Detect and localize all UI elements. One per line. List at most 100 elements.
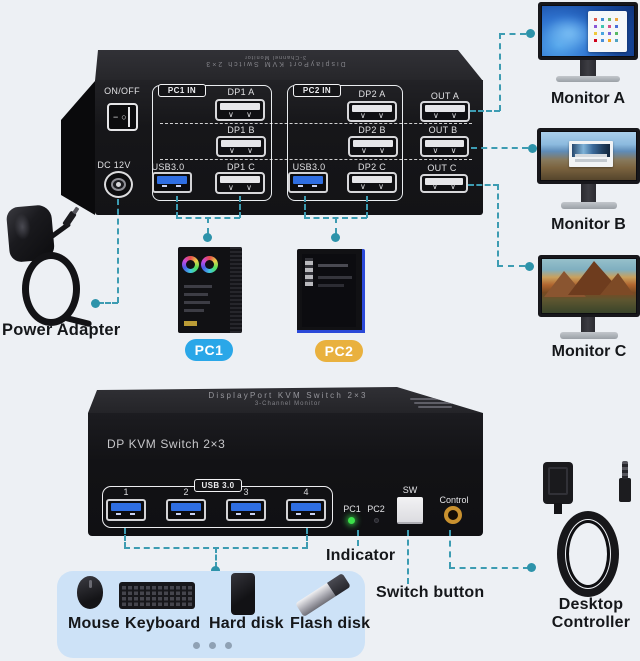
- dot-monitor-c: [525, 262, 534, 271]
- line-usb-drop: [215, 547, 217, 568]
- monitor-b-neck: [581, 184, 596, 202]
- dp2c-port: [347, 172, 397, 193]
- rear-top-print: DisplayPort KVM Switch 2×3 3-Channel Mon…: [130, 54, 420, 67]
- dp2b-label: DP2 B: [358, 125, 386, 135]
- pc1-rgb-fan-1: [182, 256, 199, 273]
- monitor-a-start-menu: [588, 10, 627, 52]
- sw-label: SW: [402, 485, 418, 495]
- front-top-title: DisplayPort KVM Switch 2×3: [208, 391, 368, 400]
- line-outa-h1: [470, 110, 500, 112]
- ellipsis-dot: [209, 642, 216, 649]
- front-usb-port-2: [166, 499, 206, 521]
- line-pc2-v1: [304, 196, 306, 218]
- monitor-c-base: [560, 332, 618, 339]
- line-usb1-v: [124, 528, 126, 548]
- pc1-component-bar: [184, 301, 210, 304]
- monitor-c: Monitor C: [538, 255, 640, 367]
- line-indicator: [357, 530, 359, 546]
- monitor-c-screen: [542, 259, 636, 313]
- dot-peripherals: [211, 566, 220, 575]
- pc2-badge: PC2: [315, 340, 363, 362]
- line-pc1-v1: [176, 196, 178, 218]
- power-switch: −○: [107, 103, 138, 131]
- dp2c-label: DP2 C: [357, 162, 386, 172]
- monitor-a-bezel: [538, 2, 638, 60]
- indicator-label: Indicator: [326, 547, 396, 564]
- dc-power-jack: [104, 171, 133, 198]
- controller-cable-coil: [557, 511, 619, 597]
- pc1-component-bar: [184, 293, 208, 296]
- rocker-circle-glyph: ○: [121, 112, 127, 122]
- desktop-controller-label-line1: Desktop: [558, 596, 624, 613]
- desktop-controller-label-line2: Controller: [551, 614, 631, 631]
- line-pc2-v2: [366, 196, 368, 218]
- switch-button: [397, 497, 423, 524]
- power-adapter-cable-coil: [22, 252, 80, 326]
- monitor-b-bezel: [537, 128, 640, 184]
- line-outc-v: [497, 184, 499, 266]
- kvm-rear-device: DisplayPort KVM Switch 2×3 3-Channel Mon…: [60, 48, 485, 218]
- out-c-port: [420, 174, 468, 193]
- controller-plug-body: [619, 478, 631, 502]
- desktop-controller: [535, 455, 637, 603]
- spec-print-line: [414, 402, 454, 404]
- spec-print-line: [410, 398, 454, 400]
- line-control-h: [449, 567, 529, 569]
- pc2-front-fans: [305, 258, 313, 286]
- out-b-port: [420, 136, 469, 157]
- pc1-component-bar: [184, 309, 204, 312]
- monitor-a-screen: [542, 6, 634, 56]
- row-separator-1: [160, 123, 472, 124]
- line-outc-h1: [468, 184, 499, 186]
- monitor-b-screen: [541, 132, 636, 180]
- dot-monitor-a: [526, 29, 535, 38]
- front-usb-port-4: [286, 499, 326, 521]
- front-panel-title: DP KVM Switch 2×3: [107, 437, 226, 451]
- line-pc1-v2: [239, 196, 241, 218]
- rocker-dash-glyph: −: [113, 112, 119, 122]
- pc1-in-group-box: [152, 85, 272, 201]
- dp1a-label: DP1 A: [227, 87, 255, 97]
- ellipsis-dot: [225, 642, 232, 649]
- rear-top-subtitle: 3-Channel Monitor: [243, 54, 307, 60]
- pc1-component-bar: [184, 285, 212, 288]
- control-label: Control: [439, 495, 469, 505]
- out-c-label: OUT C: [427, 163, 457, 173]
- dp1b-label: DP1 B: [227, 125, 255, 135]
- usb3-pc2-label: USB3.0: [292, 162, 326, 172]
- monitor-a-app-icons: [594, 17, 597, 21]
- line-pc1-drop: [207, 217, 209, 234]
- monitor-a-wallpaper-bloom: [543, 16, 595, 51]
- pc2-led-label: PC2: [367, 504, 385, 514]
- pc2-component-bar: [318, 264, 348, 267]
- pc1-led-label: PC1: [343, 504, 361, 514]
- usb-port-1-number: 1: [123, 487, 129, 497]
- monitor-a-label: Monitor A: [550, 90, 626, 107]
- monitor-c-label: Monitor C: [551, 343, 627, 360]
- front-usb-port-1: [106, 499, 146, 521]
- pc1-rgb-fan-2: [201, 256, 218, 273]
- dp1c-label: DP1 C: [226, 162, 255, 172]
- dot-monitor-b: [528, 144, 537, 153]
- pc1-tower: [178, 247, 242, 333]
- row-separator-2: [160, 159, 472, 160]
- line-outa-h2: [499, 33, 526, 35]
- front-top-subtitle: 3-Channel Monitor: [254, 401, 322, 407]
- monitor-b-label: Monitor B: [551, 216, 626, 233]
- control-jack: [444, 506, 462, 524]
- dp1a-port: [215, 99, 265, 121]
- switch-button-label: Switch button: [376, 584, 485, 601]
- pc2-in-plate: PC2 IN: [293, 84, 341, 97]
- dc-12v-label: DC 12V: [97, 160, 131, 170]
- pc1-badge: PC1: [185, 339, 233, 361]
- dp1b-port: [216, 136, 266, 157]
- desktop-controller-label: Desktop Controller: [547, 596, 635, 632]
- ellipsis-dot: [193, 642, 200, 649]
- controller-plug-tip: [622, 461, 628, 479]
- monitor-b-base: [561, 202, 617, 209]
- out-a-port: [420, 101, 470, 122]
- dp1c-port: [215, 172, 265, 194]
- monitor-b: Monitor B: [537, 128, 640, 240]
- usb3-pc1-port: [152, 172, 192, 193]
